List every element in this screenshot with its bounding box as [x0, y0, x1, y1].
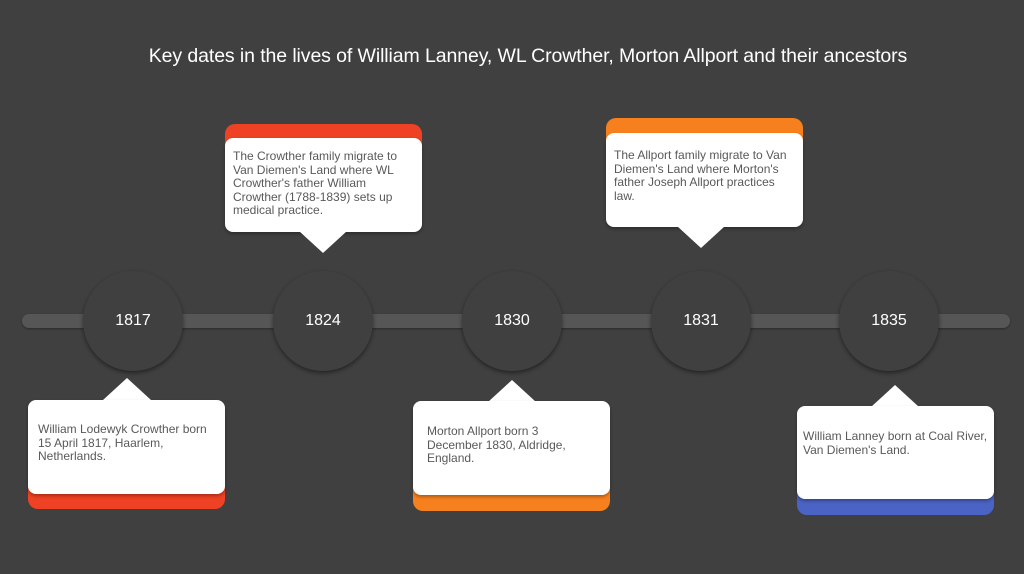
timeline-node-1817: 1817 [83, 271, 183, 371]
event-text: William Lodewyk Crowther born 15 April 1… [38, 422, 207, 463]
event-text: The Crowther family migrate to Van Dieme… [233, 149, 398, 217]
year-label: 1830 [494, 312, 530, 329]
card-body: Morton Allport born 3 December 1830, Ald… [413, 401, 610, 495]
timeline-node-1835: 1835 [839, 271, 939, 371]
event-card-1830: Morton Allport born 3 December 1830, Ald… [413, 380, 610, 511]
year-label: 1824 [305, 312, 341, 329]
card-body: William Lanney born at Coal River, Van D… [797, 406, 994, 499]
year-label: 1817 [115, 312, 151, 329]
event-card-1831: The Allport family migrate to Van Diemen… [606, 118, 803, 248]
pointer-arrow [299, 231, 347, 253]
timeline-node-1830: 1830 [462, 271, 562, 371]
pointer-arrow [871, 385, 919, 407]
event-card-1817: William Lodewyk Crowther born 15 April 1… [28, 378, 225, 509]
card-body: The Crowther family migrate to Van Dieme… [225, 138, 422, 232]
pointer-arrow [488, 380, 536, 402]
event-text: Morton Allport born 3 December 1830, Ald… [427, 424, 566, 465]
timeline-node-1831: 1831 [651, 271, 751, 371]
card-body: William Lodewyk Crowther born 15 April 1… [28, 400, 225, 494]
year-label: 1835 [871, 312, 907, 329]
card-body: The Allport family migrate to Van Diemen… [606, 133, 803, 227]
event-text: William Lanney born at Coal River, Van D… [803, 429, 988, 457]
event-text: The Allport family migrate to Van Diemen… [614, 148, 787, 203]
pointer-arrow [677, 226, 725, 248]
timeline-node-1824: 1824 [273, 271, 373, 371]
year-label: 1831 [683, 312, 719, 329]
page-title: Key dates in the lives of William Lanney… [148, 45, 908, 67]
event-card-1835: William Lanney born at Coal River, Van D… [797, 385, 994, 515]
pointer-arrow [103, 378, 151, 400]
event-card-1824: The Crowther family migrate to Van Dieme… [225, 124, 422, 254]
